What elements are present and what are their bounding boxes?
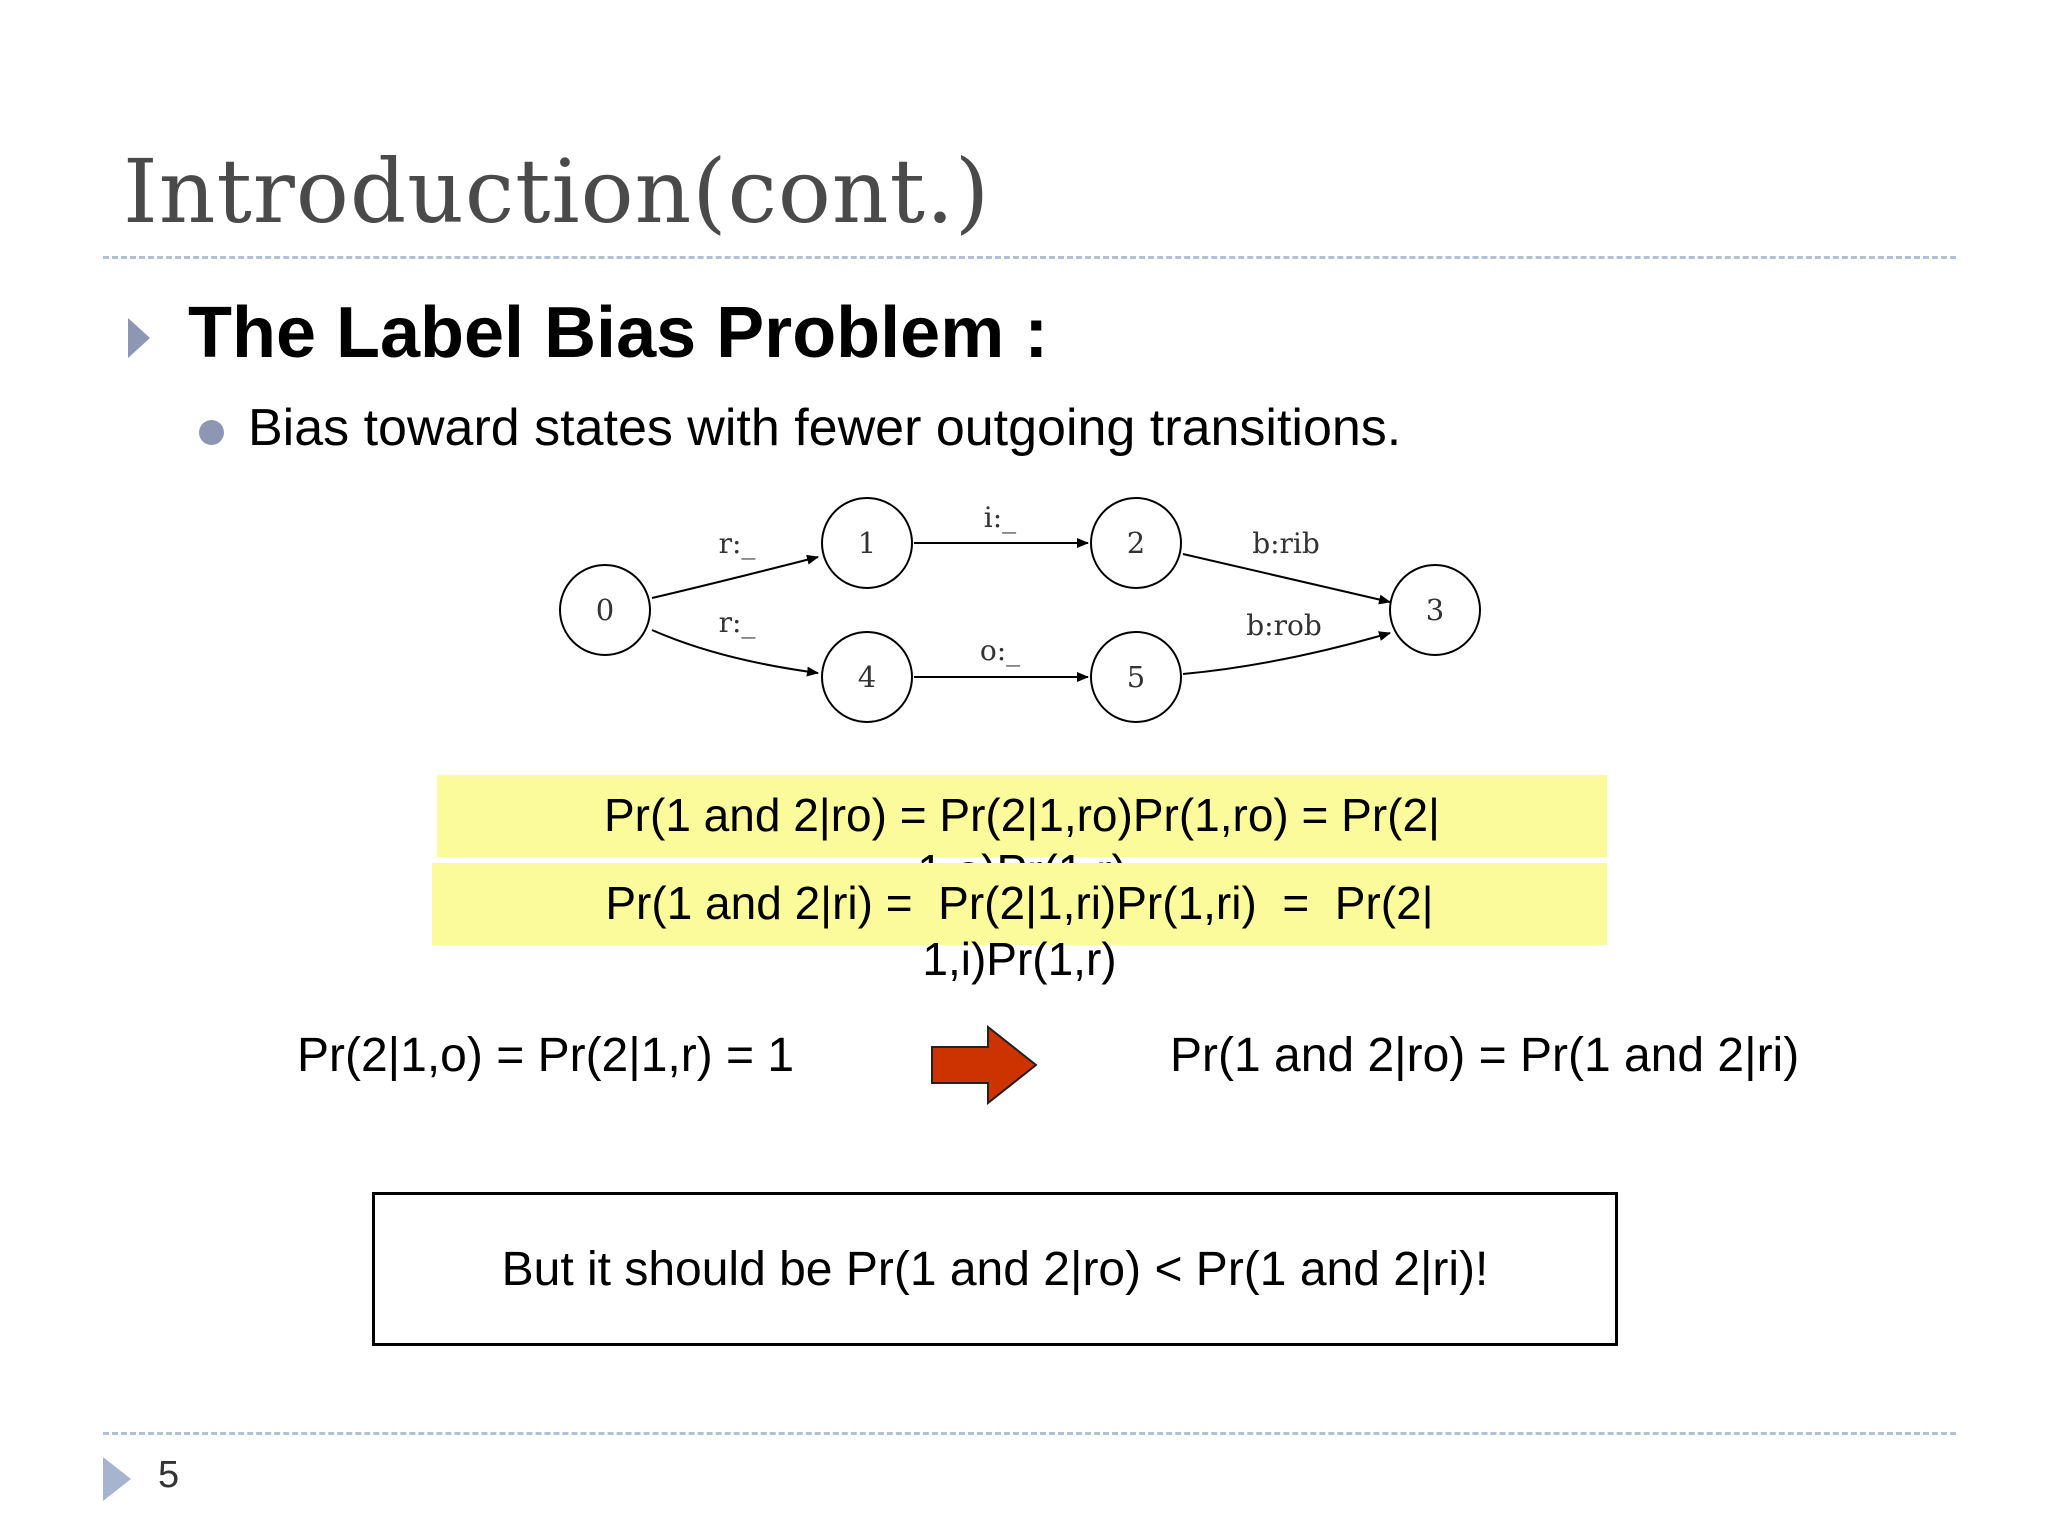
edge-label-2-3: b:rib xyxy=(1252,527,1320,560)
equation-ri-line2: 1,i)Pr(1,r) xyxy=(922,933,1117,985)
state-3 xyxy=(1389,564,1481,656)
equation-ri-highlight: Pr(1 and 2|ri) = Pr(2|1,ri)Pr(1,ri) = Pr… xyxy=(432,863,1607,985)
state-5-label: 5 xyxy=(1127,660,1145,694)
equation-ro-line1: Pr(1 and 2|ro) = Pr(2|1,ro)Pr(1,ro) = Pr… xyxy=(604,789,1440,841)
state-2-label: 2 xyxy=(1127,526,1145,560)
edge-2-3 xyxy=(1182,553,1391,605)
conclusion-box: But it should be Pr(1 and 2|ro) < Pr(1 a… xyxy=(372,1192,1618,1346)
state-1 xyxy=(821,497,913,589)
implies-arrow-icon xyxy=(931,1025,1038,1105)
state-0 xyxy=(559,564,651,656)
equation-ri-line1: Pr(1 and 2|ri) = Pr(2|1,ri)Pr(1,ri) = Pr… xyxy=(605,877,1434,929)
edge-0-4 xyxy=(651,629,819,677)
edge-0-1 xyxy=(651,554,819,599)
state-2 xyxy=(1090,497,1182,589)
state-0-label: 0 xyxy=(596,593,614,627)
edge-label-0-4: r:_ xyxy=(719,606,756,639)
state-1-label: 1 xyxy=(858,526,876,560)
premise-equation: Pr(2|1,o) = Pr(2|1,r) = 1 xyxy=(297,1029,795,1082)
state-4-label: 4 xyxy=(858,660,876,694)
edge-label-1-2: i:_ xyxy=(984,501,1016,534)
title-divider xyxy=(103,256,1956,259)
page-number: 5 xyxy=(158,1454,180,1496)
state-5 xyxy=(1090,631,1182,723)
edge-label-4-5: o:_ xyxy=(980,634,1020,667)
state-4 xyxy=(821,631,913,723)
footer-divider xyxy=(103,1432,1956,1435)
section-heading: The Label Bias Problem : xyxy=(188,293,1049,373)
result-equation: Pr(1 and 2|ro) = Pr(1 and 2|ri) xyxy=(1170,1029,1800,1082)
bullet-text: Bias toward states with fewer outgoing t… xyxy=(248,399,1402,457)
footer-triangle-icon xyxy=(103,1457,131,1501)
edge-label-0-1: r:_ xyxy=(719,527,756,560)
slide-title: Introduction(cont.) xyxy=(123,140,991,243)
dot-bullet-icon xyxy=(199,420,224,445)
edge-5-3 xyxy=(1182,631,1391,675)
triangle-bullet-icon xyxy=(128,318,150,358)
fsm-diagram: 0 1 2 3 4 5 r:_ r:_ i:_ o:_ b:rib b:rob xyxy=(559,497,1481,723)
edge-label-5-3: b:rob xyxy=(1246,609,1322,642)
conclusion-text: But it should be Pr(1 and 2|ro) < Pr(1 a… xyxy=(501,1242,1489,1296)
state-3-label: 3 xyxy=(1426,593,1444,627)
equation-ro-highlight: Pr(1 and 2|ro) = Pr(2|1,ro)Pr(1,ro) = Pr… xyxy=(437,775,1607,897)
